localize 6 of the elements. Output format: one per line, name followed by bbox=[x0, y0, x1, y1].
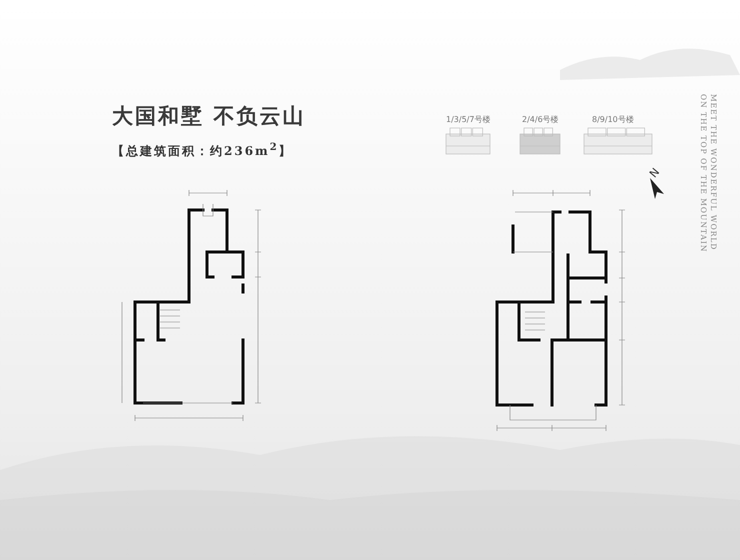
area-note: 【总建筑面积：约236m$^{2}$】 bbox=[112, 142, 293, 160]
building-label: 1/3/5/7号楼 bbox=[446, 114, 490, 125]
title: 大国和墅 不负云山 bbox=[112, 102, 306, 130]
building-label: 8/9/10号楼 bbox=[592, 114, 634, 125]
north-label: N bbox=[647, 166, 662, 180]
building-label: 2/4/6号楼 bbox=[522, 114, 559, 125]
